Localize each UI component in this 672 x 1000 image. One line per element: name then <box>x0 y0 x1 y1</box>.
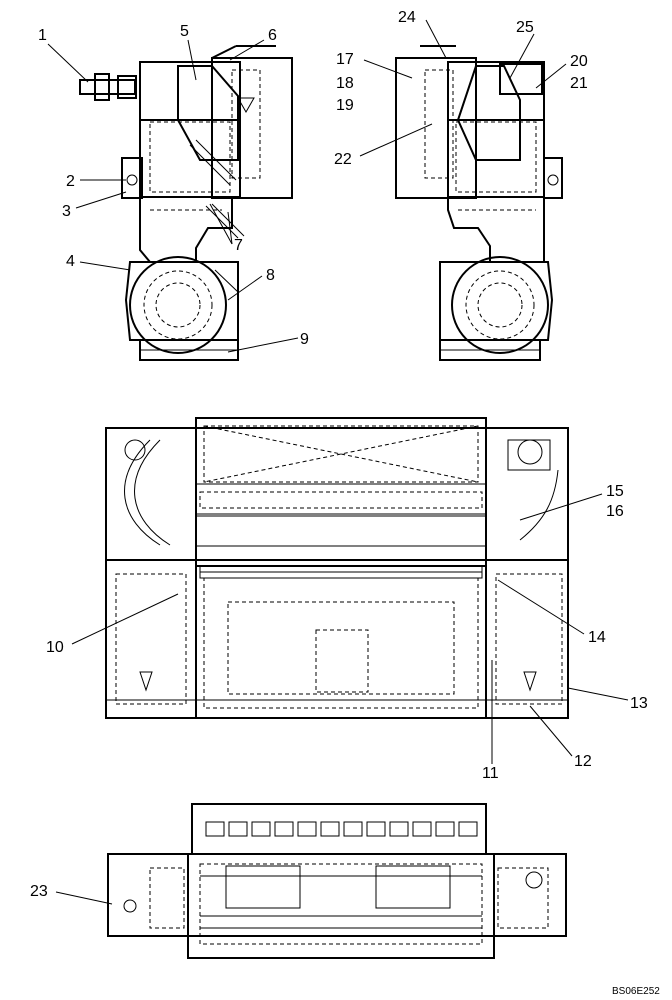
callout-8: 8 <box>266 267 275 284</box>
callout-16: 16 <box>606 503 624 520</box>
front-view <box>107 803 567 959</box>
callout-18: 18 <box>336 75 354 92</box>
callout-4: 4 <box>66 253 75 270</box>
callout-19: 19 <box>336 97 354 114</box>
callout-3: 3 <box>62 203 71 220</box>
callout-11: 11 <box>482 765 499 782</box>
side-view-right <box>395 45 563 361</box>
vent-grille <box>205 821 478 837</box>
callout-10: 10 <box>46 639 64 656</box>
callout-9: 9 <box>300 331 309 348</box>
callout-24: 24 <box>398 9 416 26</box>
callout-2: 2 <box>66 173 75 190</box>
document-id: BS06E252 <box>612 986 660 997</box>
top-view <box>105 417 569 719</box>
callout-23: 23 <box>30 883 48 900</box>
callout-labels: 1 2 3 4 5 6 7 8 9 10 11 12 13 14 15 16 1… <box>30 9 648 900</box>
callout-6: 6 <box>268 27 277 44</box>
callout-20: 20 <box>570 53 588 70</box>
leader-lines <box>47 19 629 905</box>
callout-12: 12 <box>574 753 592 770</box>
callout-1: 1 <box>38 27 47 44</box>
callout-14: 14 <box>588 629 606 646</box>
callout-22: 22 <box>334 151 352 168</box>
callout-13: 13 <box>630 695 648 712</box>
callout-21: 21 <box>570 75 588 92</box>
callout-5: 5 <box>180 23 189 40</box>
callout-17: 17 <box>336 51 354 68</box>
callout-25: 25 <box>516 19 534 36</box>
callout-7: 7 <box>234 237 243 254</box>
side-view-left <box>79 45 293 361</box>
callout-15: 15 <box>606 483 624 500</box>
